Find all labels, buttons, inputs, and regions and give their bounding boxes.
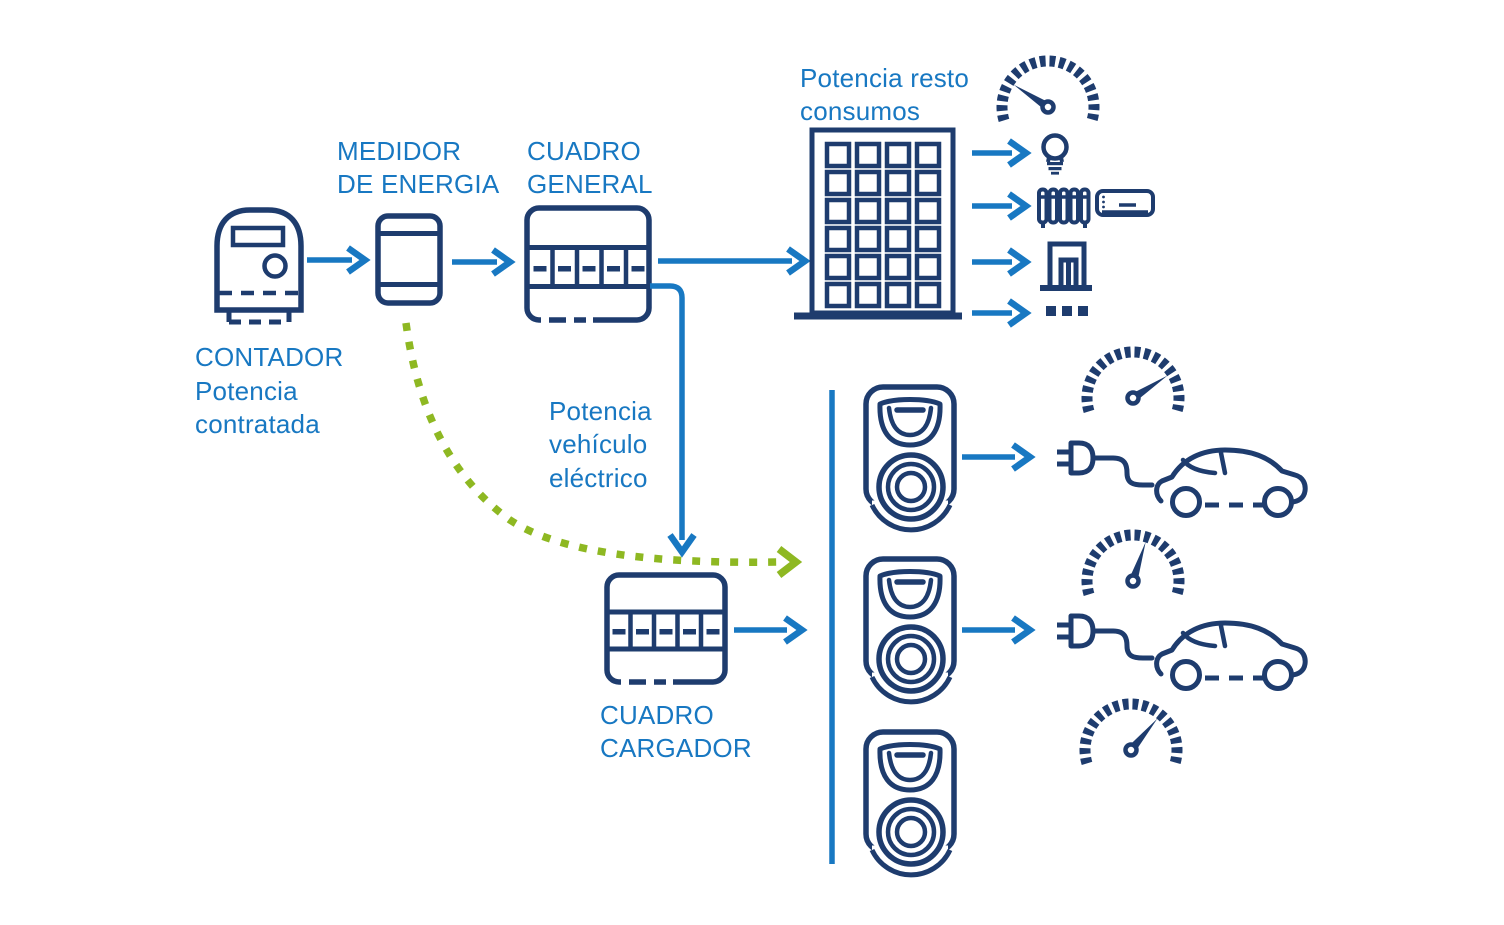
potencia-vehiculo-label-line2: vehículo: [549, 429, 647, 459]
plug-and-electric-car-1-icon: [1057, 443, 1305, 516]
contador-label: CONTADOR Potencia contratada: [195, 342, 343, 439]
arrow-cuadro-general-to-cargador: [650, 283, 697, 558]
potencia-vehiculo-label-line3: eléctrico: [549, 463, 648, 493]
arrow-cargador-to-bus: [734, 615, 808, 645]
cuadro-cargador-label-line1: CUADRO: [600, 700, 714, 730]
plug-and-electric-car-2-icon: [1057, 616, 1305, 689]
wallbox-charger-2-icon: [866, 559, 954, 702]
radiator-icon: [1037, 187, 1091, 228]
arrow-medidor-to-cuadro-general: [452, 247, 516, 277]
potencia-resto-label-line1: Potencia resto: [800, 63, 969, 93]
charger1-gauge-icon: [1081, 346, 1185, 413]
cuadro-general-label: CUADRO GENERAL: [527, 136, 653, 199]
potencia-vehiculo-label-line1: Potencia: [549, 396, 652, 426]
building-gauge-icon: [996, 55, 1100, 122]
elevator-icon: [1040, 241, 1092, 291]
medidor-label-line2: DE ENERGIA: [337, 169, 500, 199]
arrow-charger2-to-car: [962, 615, 1036, 645]
medidor-label: MEDIDOR DE ENERGIA: [337, 136, 500, 199]
arrow-cuadro-general-to-building: [658, 246, 811, 276]
energy-meter-icon: [375, 213, 443, 306]
contador-label-line2: Potencia: [195, 376, 298, 406]
arrow-building-to-lighting: [972, 138, 1032, 168]
cuadro-general-label-line1: CUADRO: [527, 136, 641, 166]
contador-label-line1: CONTADOR: [195, 342, 343, 372]
cuadro-cargador-label-line2: CARGADOR: [600, 733, 752, 763]
charger3-gauge-icon: [1079, 698, 1183, 765]
green-dotted-arrow-medidor-to-cargador: [402, 322, 803, 578]
potencia-resto-label-line2: consumos: [800, 96, 920, 126]
cuadro-cargador-label: CUADRO CARGADOR: [600, 700, 752, 763]
arrow-building-to-hvac: [972, 191, 1032, 221]
wallbox-charger-1-icon: [866, 387, 954, 530]
potencia-vehiculo-label: Potencia vehículo eléctrico: [549, 396, 652, 493]
charger2-gauge-icon: [1081, 529, 1185, 596]
ellipsis-icon: [1046, 306, 1088, 316]
arrow-building-to-elevator: [972, 247, 1032, 277]
charger-breaker-panel-icon: [604, 572, 728, 686]
arrow-building-to-others: [972, 298, 1032, 328]
contador-label-line3: contratada: [195, 409, 320, 439]
arrow-charger1-to-car: [962, 442, 1036, 472]
lightbulb-icon: [1041, 133, 1069, 175]
medidor-label-line1: MEDIDOR: [337, 136, 461, 166]
wallbox-charger-3-icon: [866, 732, 954, 875]
arrow-contador-to-medidor: [307, 245, 371, 275]
potencia-resto-label: Potencia resto consumos: [800, 63, 969, 126]
air-conditioner-icon: [1095, 189, 1155, 217]
breaker-panel-icon: [524, 205, 652, 324]
cuadro-general-label-line2: GENERAL: [527, 169, 653, 199]
electricity-meter-icon: [214, 207, 304, 325]
building-icon: [794, 127, 962, 320]
